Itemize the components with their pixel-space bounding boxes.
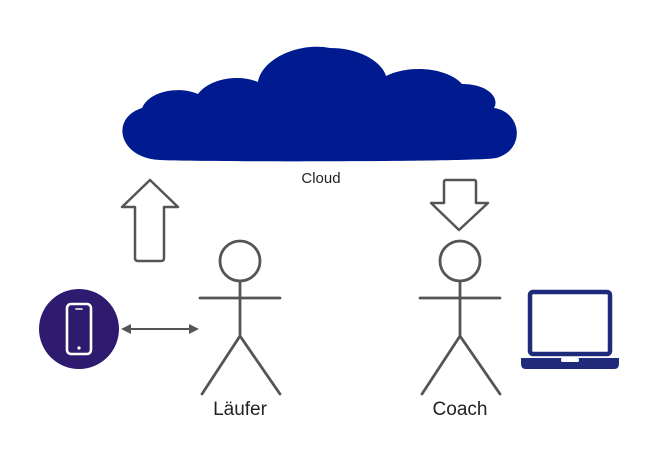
laptop-trackpad-notch: [561, 358, 579, 362]
coach-left-leg: [420, 334, 462, 396]
cloud-label: Cloud: [301, 170, 340, 187]
sync-arrow-right-head: [189, 324, 199, 334]
coach-actor: [418, 239, 502, 396]
coach-label: Coach: [433, 399, 488, 420]
laptop-icon: [521, 289, 619, 369]
sync-arrow-left-head: [121, 324, 131, 334]
coach-right-leg: [458, 334, 502, 396]
runner-right-leg: [238, 334, 282, 396]
coach-head: [438, 239, 482, 283]
runner-actor: [198, 239, 282, 396]
laptop-screen: [527, 289, 613, 357]
runner-head: [218, 239, 262, 283]
smartphone-icon: [65, 302, 93, 356]
phone-device: [39, 289, 119, 369]
runner-left-leg: [200, 334, 242, 396]
sync-arrow: [121, 324, 199, 334]
cloud-shape: [122, 46, 517, 162]
upload-arrow: [120, 178, 180, 263]
laptop-base: [521, 358, 619, 369]
runner-label: Läufer: [213, 399, 268, 420]
phone-background: [39, 289, 119, 369]
download-arrow: [429, 178, 490, 232]
phone-home-dot: [77, 346, 81, 350]
cloud-icon: [122, 46, 517, 162]
